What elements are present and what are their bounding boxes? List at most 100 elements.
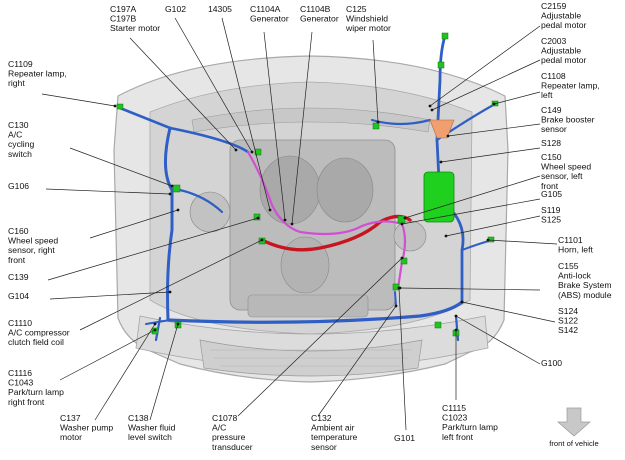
callout-line: C1078 xyxy=(212,413,238,423)
callout-line: G102 xyxy=(165,4,186,14)
callout-line: C1109 xyxy=(8,59,33,69)
callout-line: G105 xyxy=(541,189,562,199)
callout-line: A/C compressor xyxy=(8,328,70,338)
callout-line: Wheel speed xyxy=(541,162,591,172)
callout-line: Repeater lamp, xyxy=(541,81,600,91)
callout-label-g100: G100 xyxy=(541,358,562,368)
callout-label-g104: G104 xyxy=(8,291,29,301)
callout-line: Adjustable xyxy=(541,11,581,21)
callout-line: S125 xyxy=(541,215,561,225)
callout-line: C2159 xyxy=(541,1,567,11)
callout-label-c139: C139 xyxy=(8,272,29,282)
callout-line: pressure xyxy=(212,432,246,442)
callout-line: front xyxy=(541,181,559,191)
callout-label-g101: G101 xyxy=(394,433,415,443)
callout-line: wiper motor xyxy=(345,23,391,33)
callout-line: Brake System xyxy=(558,280,612,290)
brake-booster xyxy=(429,119,455,139)
callout-line: clutch field coil xyxy=(8,337,64,347)
callout-line: C125 xyxy=(346,4,367,14)
callout-line: C1101 xyxy=(558,235,583,245)
callout-label-s128: S128 xyxy=(541,138,561,148)
callout-line: sensor, left xyxy=(541,171,583,181)
callout-label-g106: G106 xyxy=(8,181,29,191)
callout-line: G100 xyxy=(541,358,562,368)
callout-line: (ABS) module xyxy=(558,290,612,300)
windshield-cowl xyxy=(191,107,431,133)
callout-line: C1104A xyxy=(250,4,281,14)
callout-line: Horn, left xyxy=(558,245,593,255)
callout-line: pedal motor xyxy=(541,55,587,65)
callout-line: C2003 xyxy=(541,36,567,46)
callout-line: C155 xyxy=(558,261,579,271)
callout-line: transducer xyxy=(212,442,253,452)
callout-label-g105: G105 xyxy=(541,189,562,199)
callout-line: Washer pump xyxy=(60,423,113,433)
callout-line: C149 xyxy=(541,105,562,115)
callout-line: Brake booster xyxy=(541,115,595,125)
callout-line: C1043 xyxy=(8,378,34,388)
callout-line: C197A xyxy=(110,4,137,14)
callout-line: S119 xyxy=(541,205,561,215)
callout-line: G104 xyxy=(8,291,29,301)
callout-line: sensor xyxy=(311,442,337,452)
callout-line: C137 xyxy=(60,413,81,423)
callout-line: C139 xyxy=(8,272,29,282)
callout-line: 14305 xyxy=(208,4,232,14)
callout-line: Ambient air xyxy=(311,423,355,433)
callout-line: C1104B xyxy=(300,4,331,14)
callout-leaders xyxy=(41,17,558,431)
callout-line: pedal motor xyxy=(541,20,587,30)
callout-line: S122 xyxy=(558,316,578,326)
engine-bay-illustration: front of vehicle xyxy=(113,32,599,448)
callout-line: Washer fluid xyxy=(128,423,176,433)
callout-line: Park/turn lamp xyxy=(8,387,64,397)
callout-line: C130 xyxy=(8,120,29,130)
callout-line: front xyxy=(8,255,26,265)
callout-line: A/C xyxy=(212,423,226,433)
callout-line: C1023 xyxy=(442,413,468,423)
callout-line: Adjustable xyxy=(541,46,581,56)
callout-line: G101 xyxy=(394,433,415,443)
callout-label-s14305: 14305 xyxy=(208,4,232,14)
callout-line: C150 xyxy=(541,152,562,162)
callout-line: C1108 xyxy=(541,71,566,81)
callout-line: left xyxy=(541,90,553,100)
callout-line: Park/turn lamp xyxy=(442,422,498,432)
front-of-vehicle-label: front of vehicle xyxy=(549,439,598,448)
abs-module xyxy=(423,171,455,223)
front-of-vehicle-arrow xyxy=(557,407,591,437)
callout-line: Generator xyxy=(300,14,339,24)
callout-line: left front xyxy=(442,432,474,442)
callout-line: Generator xyxy=(250,14,289,24)
callout-line: Wheel speed xyxy=(8,236,58,246)
connector-markers xyxy=(116,32,499,337)
callout-line: level switch xyxy=(128,432,172,442)
callout-line: motor xyxy=(60,432,82,442)
callout-line: Repeater lamp, xyxy=(8,69,67,79)
callout-line: C132 xyxy=(311,413,332,423)
callout-line: Starter motor xyxy=(110,23,160,33)
callout-line: S128 xyxy=(541,138,561,148)
